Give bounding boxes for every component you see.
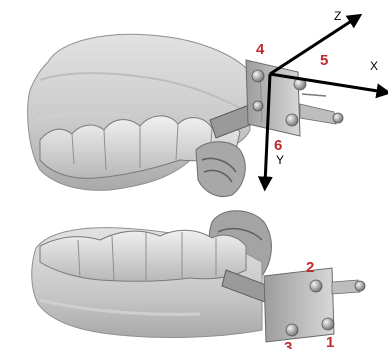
lower-teeth-row: [40, 230, 246, 281]
marker-label-4: 4: [256, 41, 265, 58]
marker-label-3: 3: [284, 339, 292, 349]
upper-dental-model: [28, 34, 250, 196]
marker-label-2: 2: [306, 259, 314, 276]
y-axis-label: Y: [276, 153, 284, 167]
lower-marker-ball-1: [322, 318, 334, 330]
marker-label-5: 5: [320, 52, 328, 69]
x-axis-label: X: [370, 59, 378, 73]
upper-marker-plate: [246, 60, 343, 136]
lower-marker-plate: [264, 268, 365, 342]
lower-marker-ball-3: [286, 324, 298, 336]
z-axis-label: Z: [334, 9, 341, 23]
upper-marker-ball-6: [286, 114, 298, 126]
upper-marker-ball-4: [252, 70, 264, 82]
marker-label-1: 1: [326, 334, 334, 349]
upper-marker-ball-extra: [253, 101, 263, 111]
marker-label-6: 6: [274, 137, 282, 154]
z-axis-arrow: [270, 18, 356, 74]
lower-marker-ball-2: [310, 280, 322, 292]
